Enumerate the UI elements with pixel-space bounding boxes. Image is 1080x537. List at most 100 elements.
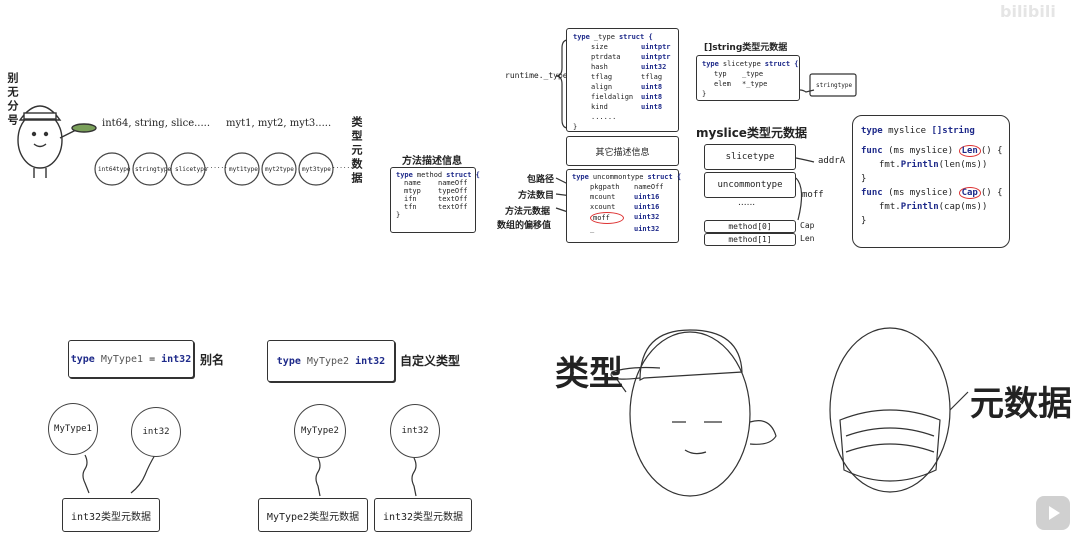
other-desc-box: 其它描述信息 (566, 136, 679, 166)
struct-close: } (702, 90, 707, 98)
box-label: int32类型元数据 (70, 511, 152, 523)
offset-side-label: 数组的偏移值 (497, 221, 552, 231)
type-big-label: 类型 (555, 354, 623, 394)
kw-struct: struct { (647, 173, 682, 181)
println-call: Println (900, 202, 939, 212)
field-name: mcount (590, 193, 616, 201)
field-name: align (591, 83, 613, 91)
field-type: _type (742, 70, 764, 78)
field-type: uint8 (641, 103, 663, 111)
type-name: myslice (888, 126, 927, 136)
int32-meta-box-alias: int32类型元数据 (62, 498, 160, 532)
field-type: tflag (641, 73, 663, 81)
field-name: tflag (591, 73, 613, 81)
egg-label-slice: slicetype (175, 166, 208, 173)
field-type: uintptr (641, 43, 671, 51)
kw-struct: struct { (764, 60, 799, 68)
field-name: xcount (590, 203, 616, 211)
myslice-uncommon-cell: uncommontype (704, 172, 796, 198)
type-name: MyType2 (306, 355, 350, 367)
alias-vertical-label: 别无分号 (6, 72, 19, 128)
kw-type: type (861, 126, 883, 136)
field-type: uint16 (634, 203, 660, 211)
type-value: int32 (355, 355, 386, 367)
field-name: fieldalign (591, 93, 634, 101)
func-open: () { (980, 146, 1003, 156)
field-type: nameOff (438, 179, 468, 187)
mytype2-meta-box: MyType2类型元数据 (258, 498, 368, 532)
kw-struct: struct { (446, 171, 480, 179)
moff-arrow-label: moff (802, 190, 824, 200)
field-type: uint32 (634, 213, 660, 221)
call-args: (cap(ms)) (938, 202, 988, 212)
mcount-side-label: 方法数目 (518, 191, 555, 201)
egg-label-string: stringtype (135, 166, 172, 173)
stringtype-target-label: stringtype (816, 82, 853, 89)
type-egg-row (94, 152, 334, 186)
field-type: textOff (438, 195, 468, 203)
play-button[interactable] (1036, 496, 1070, 530)
struct-name: slicetype (722, 60, 761, 68)
pkgpath-side-label: 包路径 (527, 175, 555, 185)
circle-label: int32 (142, 427, 170, 437)
method-1-cell: method[1] (704, 233, 796, 246)
cap-method-highlight: Cap (958, 187, 981, 199)
egg-label-myt3: myt3type (302, 166, 331, 173)
circle-label: MyType1 (54, 424, 92, 434)
egg-dots: ...... (206, 163, 228, 170)
println-call: Println (900, 160, 939, 170)
field-ellipsis: ...... (591, 113, 617, 121)
field-name: _ (590, 225, 595, 233)
field-type: *_type (742, 80, 768, 88)
kw-type: type (573, 33, 590, 41)
field-type: typeOff (438, 187, 468, 195)
receiver: (ms myslice) (888, 146, 954, 156)
other-desc-label: 其它描述信息 (595, 147, 650, 158)
struct-close: } (396, 211, 401, 219)
egg-label-int64: int64type (98, 166, 131, 173)
alias-label: 别名 (200, 353, 225, 367)
pkg-fmt: fmt. (879, 160, 901, 170)
egg-label-myt2: myt2type (265, 166, 294, 173)
field-name: pkgpath (590, 183, 620, 191)
circle-label: int32 (401, 426, 429, 436)
method-meta-side-label: 方法元数据 (505, 207, 551, 217)
watermark: bilibili (1000, 2, 1056, 21)
kw-type: type (70, 353, 95, 365)
kw-type: type (396, 171, 413, 179)
field-name: ifn (404, 195, 417, 203)
field-name: tfn (404, 203, 417, 211)
box-label: int32类型元数据 (382, 511, 464, 523)
field-type: nameOff (634, 183, 664, 191)
myslice-slicetype-cell: slicetype (704, 144, 796, 170)
field-type: uint32 (641, 63, 667, 71)
custom-type-label: 自定义类型 (400, 354, 461, 368)
builtin-types-label: int64, string, slice..... (102, 118, 211, 129)
func-close: } (861, 216, 867, 226)
kw-struct: struct { (618, 33, 653, 41)
type-meta-vertical-label: 类型元数据 (350, 116, 363, 186)
mytype1-circle: MyType1 (48, 403, 98, 455)
field-name: size (591, 43, 608, 51)
type-name: MyType1 (100, 353, 144, 365)
cell-label: method[0] (728, 222, 772, 231)
struct-name: _type (593, 33, 615, 41)
int32-circle-alias: int32 (131, 407, 181, 457)
myslice-code-box: type myslice []string func (ms myslice) … (852, 115, 1010, 248)
cell-label: uncommontype (717, 180, 783, 190)
moff-field-highlight: moff (590, 212, 624, 224)
type-value: []string (931, 126, 975, 136)
equals-sign: = (149, 353, 156, 365)
circle-label: MyType2 (301, 426, 339, 436)
myslice-meta-title: myslice类型元数据 (696, 126, 807, 140)
struct-close: } (573, 123, 578, 131)
play-icon (1049, 506, 1060, 520)
int32-circle-custom: int32 (390, 404, 440, 458)
mytype2-circle: MyType2 (294, 404, 346, 458)
call-args: (len(ms)) (938, 160, 988, 170)
struct-name: uncommontype (592, 173, 644, 181)
field-type: textOff (438, 203, 468, 211)
